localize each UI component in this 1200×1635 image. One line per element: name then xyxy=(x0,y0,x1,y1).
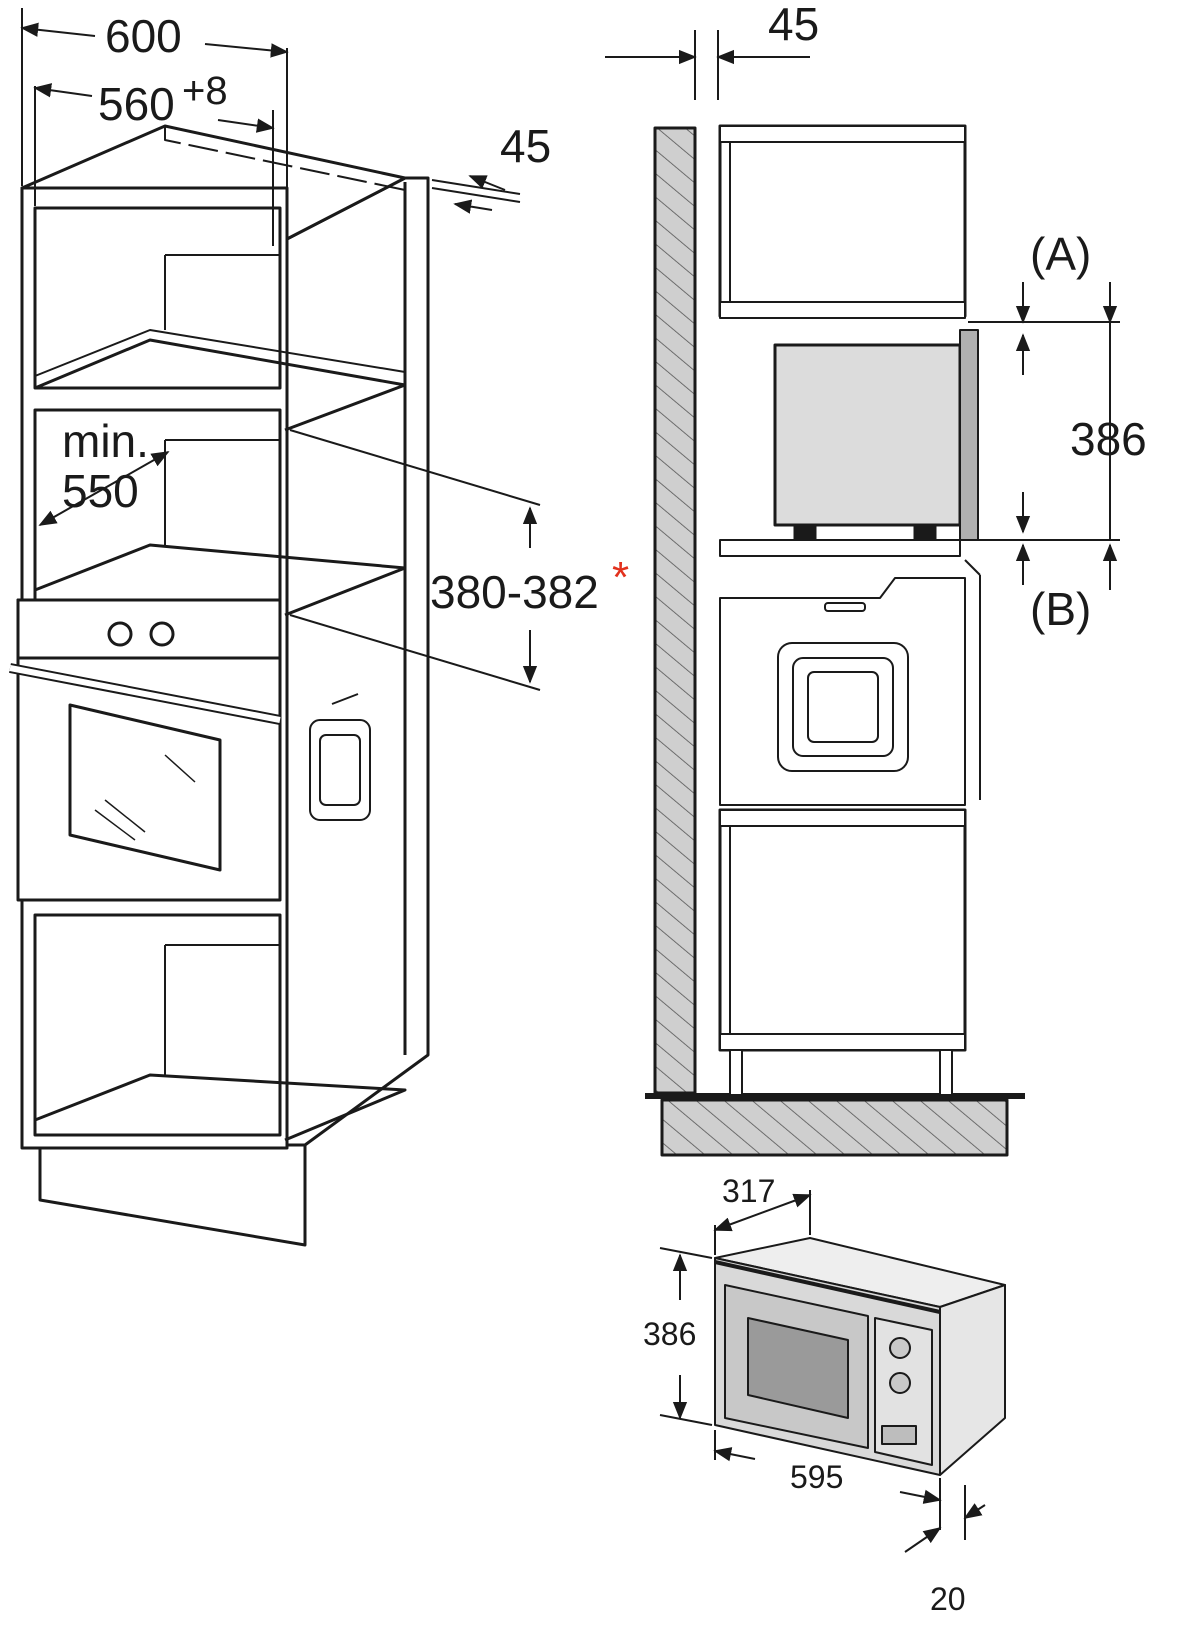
dimension-niche-height: 380-382 xyxy=(430,566,599,618)
microwave-side xyxy=(773,343,962,527)
microwave-appliance-drawing xyxy=(714,1237,1006,1476)
floor xyxy=(660,1098,1009,1157)
control-knob-bottom xyxy=(889,1372,911,1394)
left-dimension-lines xyxy=(20,8,541,691)
wall xyxy=(653,126,697,1095)
side-section-drawing xyxy=(645,124,1025,1157)
dimension-front-offset: 20 xyxy=(930,1581,966,1617)
label-a: (A) xyxy=(1030,228,1091,280)
label-b: (B) xyxy=(1030,583,1091,635)
display-panel xyxy=(881,1425,917,1445)
side-dimension-lines xyxy=(605,30,1120,590)
left-dimension-labels: 600 560 +8 45 min. 550 380-382 * xyxy=(62,10,629,618)
dimension-width-total: 600 xyxy=(105,10,182,62)
appliance-dimension-lines xyxy=(659,1190,986,1553)
note-star-marker: * xyxy=(612,553,629,602)
dimension-side-height: 386 xyxy=(1070,413,1147,465)
dimension-appliance-width: 595 xyxy=(790,1459,843,1495)
control-knob-top xyxy=(889,1337,911,1359)
dimension-depth-gap: 45 xyxy=(500,120,551,172)
appliance-dimension-labels: 317 386 595 20 xyxy=(643,1173,966,1617)
dimension-min-label: min. xyxy=(62,415,149,467)
dimension-min-depth: 550 xyxy=(62,465,139,517)
dimension-side-gap: 45 xyxy=(768,0,819,50)
side-dimension-labels: 45 (A) (B) 386 xyxy=(768,0,1147,635)
dimension-appliance-height: 386 xyxy=(643,1316,696,1352)
dimension-appliance-depth: 317 xyxy=(722,1173,775,1209)
microwave-window xyxy=(747,1317,849,1419)
dimension-niche-width-tolerance: +8 xyxy=(182,69,228,113)
dimension-niche-width: 560 xyxy=(98,78,175,130)
tall-cabinet-drawing xyxy=(9,124,430,1247)
